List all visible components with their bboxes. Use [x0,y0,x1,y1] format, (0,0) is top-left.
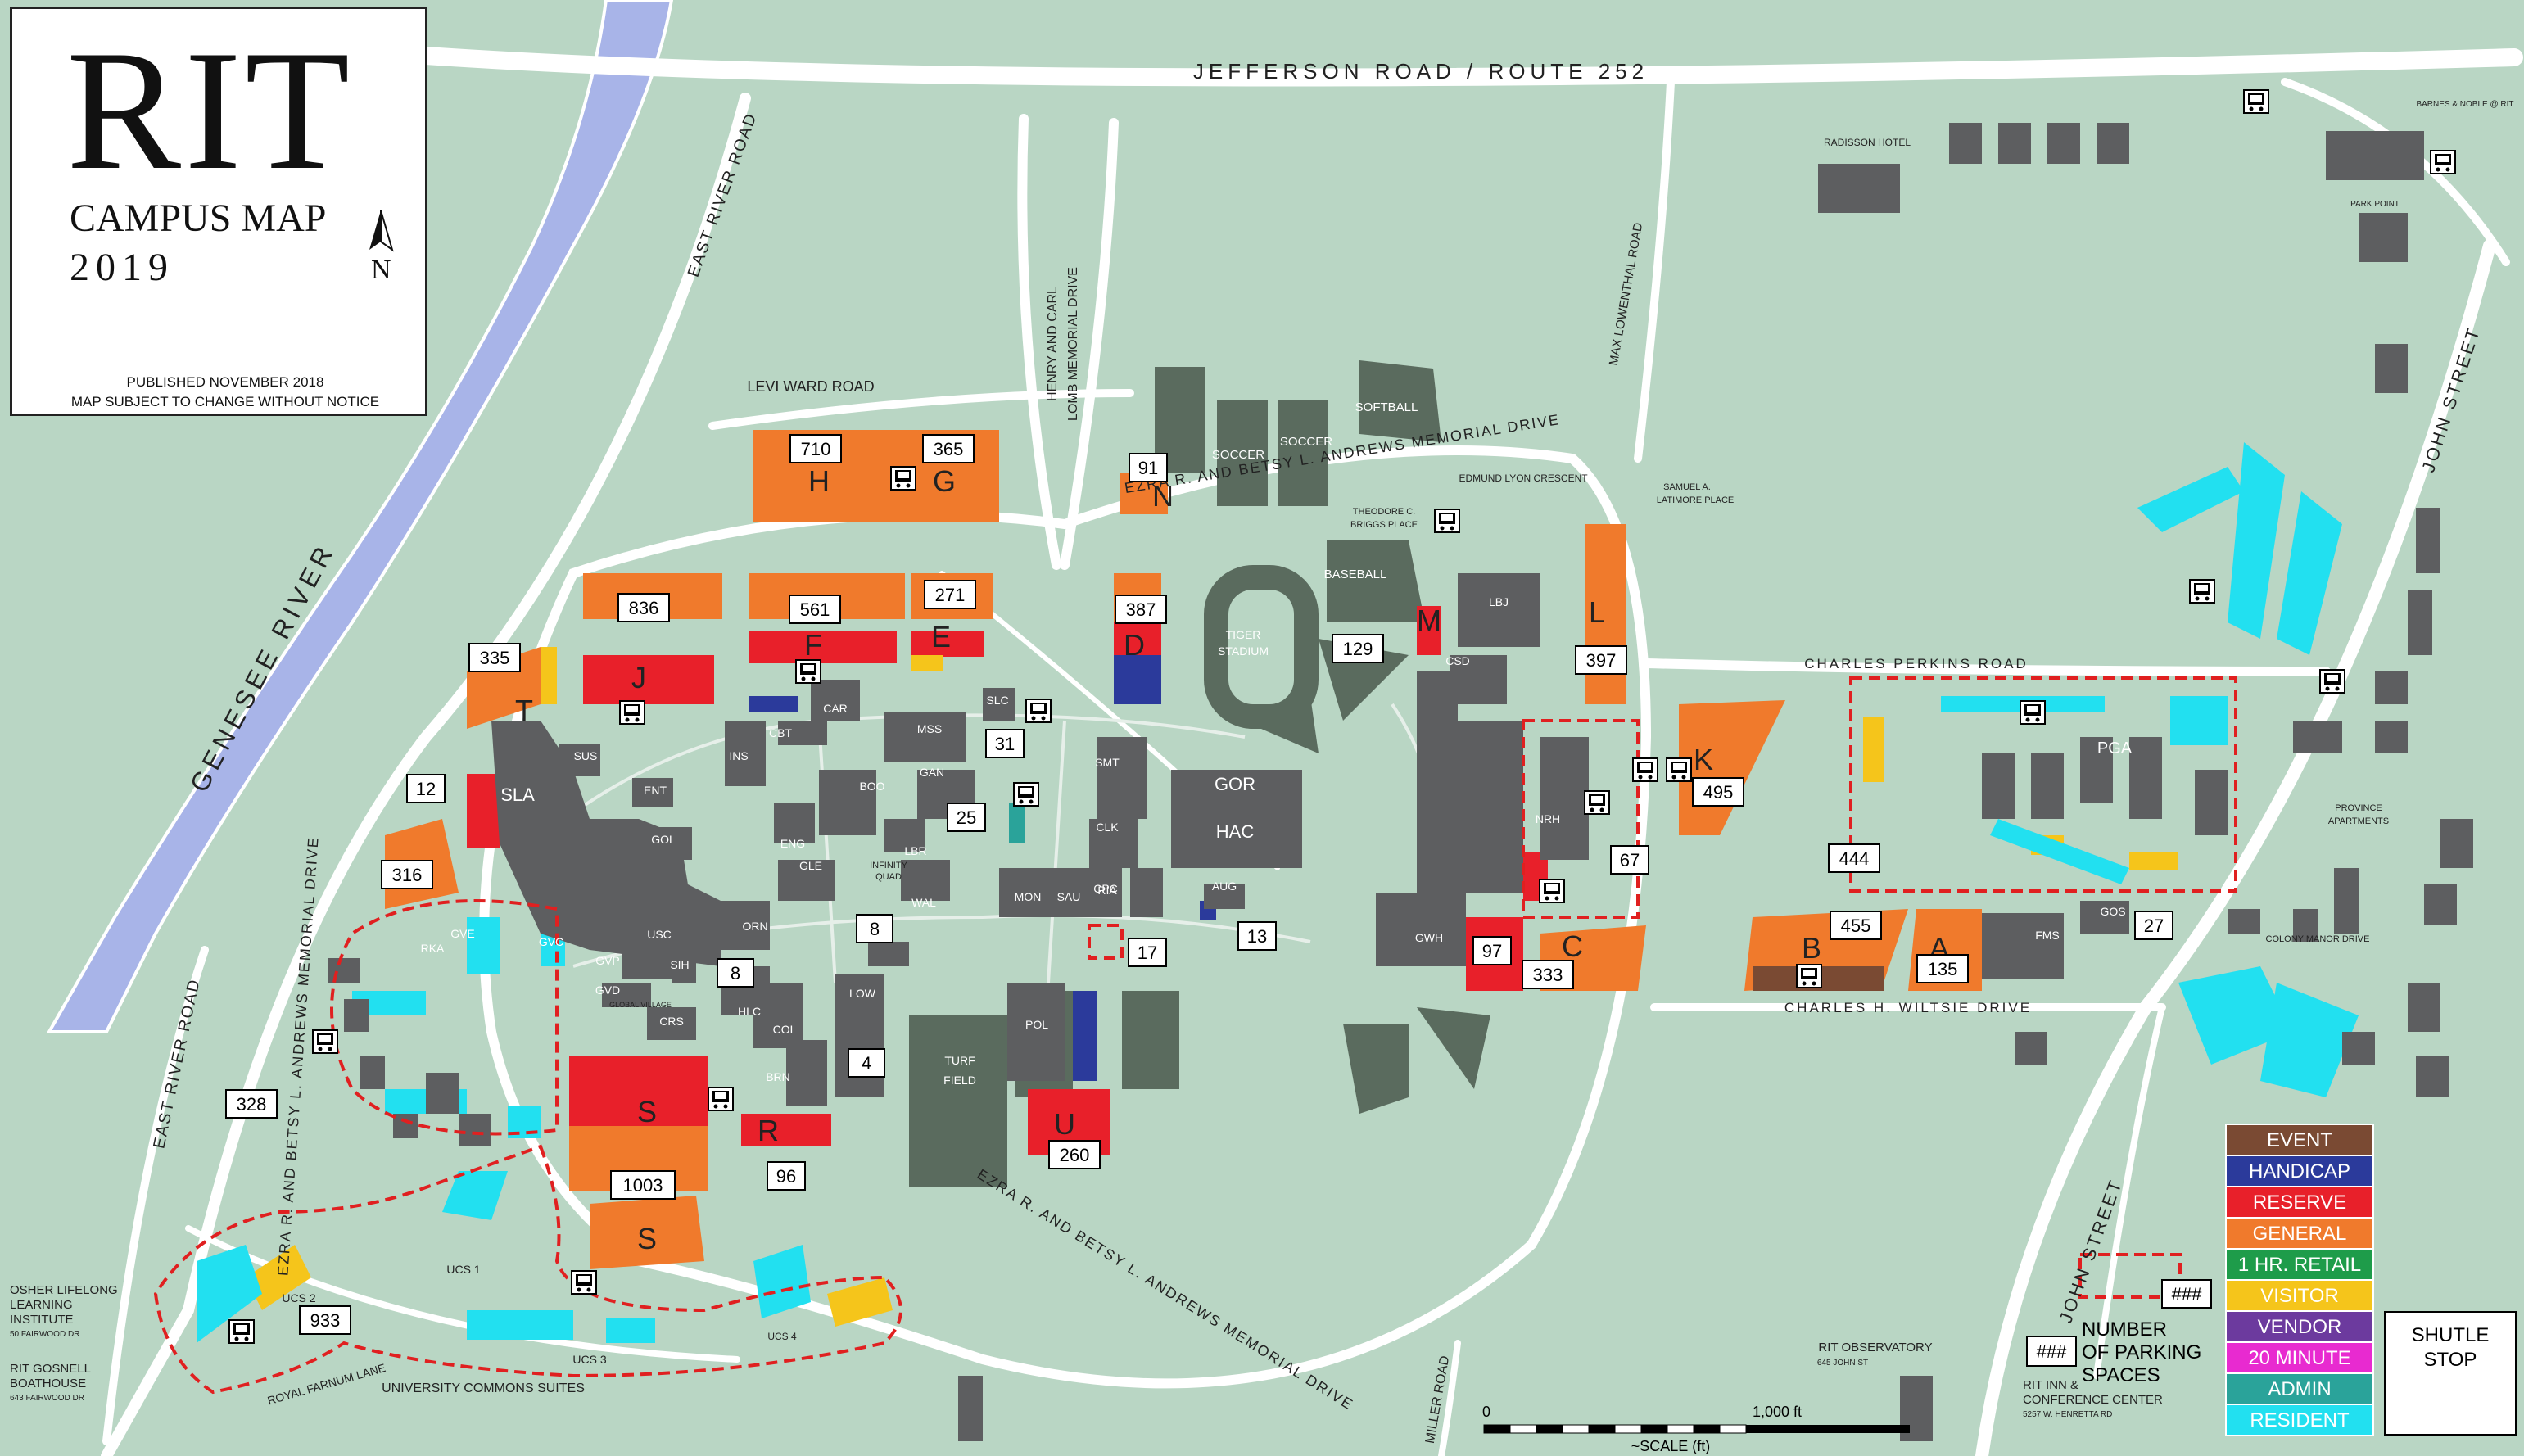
north-arrow-icon [369,210,394,252]
bus-stop-icon[interactable] [228,1319,255,1344]
bus-stop-icon[interactable] [2189,579,2215,604]
map-subtitle: CAMPUS MAP [70,197,327,240]
publish-notice: PUBLISHED NOVEMBER 2018 MAP SUBJECT TO C… [45,373,405,412]
bus-stop-icon[interactable] [2020,700,2046,725]
campus-buildings [328,123,2473,1441]
map-year: 2019 [70,246,174,289]
bus-stop-icon[interactable] [2319,669,2345,694]
bus-stop-icon[interactable] [708,1087,734,1111]
title-panel: RIT CAMPUS MAP 2019 PUBLISHED NOVEMBER 2… [10,7,427,416]
north-label: N [371,255,391,285]
bus-stop-icon[interactable] [2430,150,2456,174]
handicap-parking [749,655,1216,1081]
bus-stop-icon[interactable] [1539,879,1565,903]
bus-stop-icon[interactable] [890,466,916,491]
resident-parking [197,442,2359,1343]
bus-stop-icon[interactable] [795,659,821,684]
bus-stop-icon[interactable] [1025,699,1052,723]
bus-stop-icon[interactable] [2243,89,2269,114]
bus-stop-icon[interactable] [571,1270,597,1295]
bus-stop-icon[interactable] [1013,782,1039,807]
change-notice: MAP SUBJECT TO CHANGE WITHOUT NOTICE [70,394,380,409]
bus-stop-icon[interactable] [1434,509,1460,533]
bus-stop-icon[interactable] [312,1029,338,1054]
bus-stop-icon[interactable] [1584,790,1610,815]
published-date: PUBLISHED NOVEMBER 2018 [126,374,324,390]
bus-stop-icon[interactable] [2437,1386,2463,1411]
bus-stop-icon[interactable] [1632,757,1658,782]
map-title: RIT [66,16,354,206]
residence-boundaries [153,676,2237,1395]
genesee-river [46,0,674,1033]
bus-stop-icon[interactable] [1796,964,1822,988]
bus-stop-icon[interactable] [619,700,645,725]
bus-stop-icon[interactable] [1666,757,1692,782]
admin-parking [1009,803,1025,843]
road-network [101,47,2523,1456]
